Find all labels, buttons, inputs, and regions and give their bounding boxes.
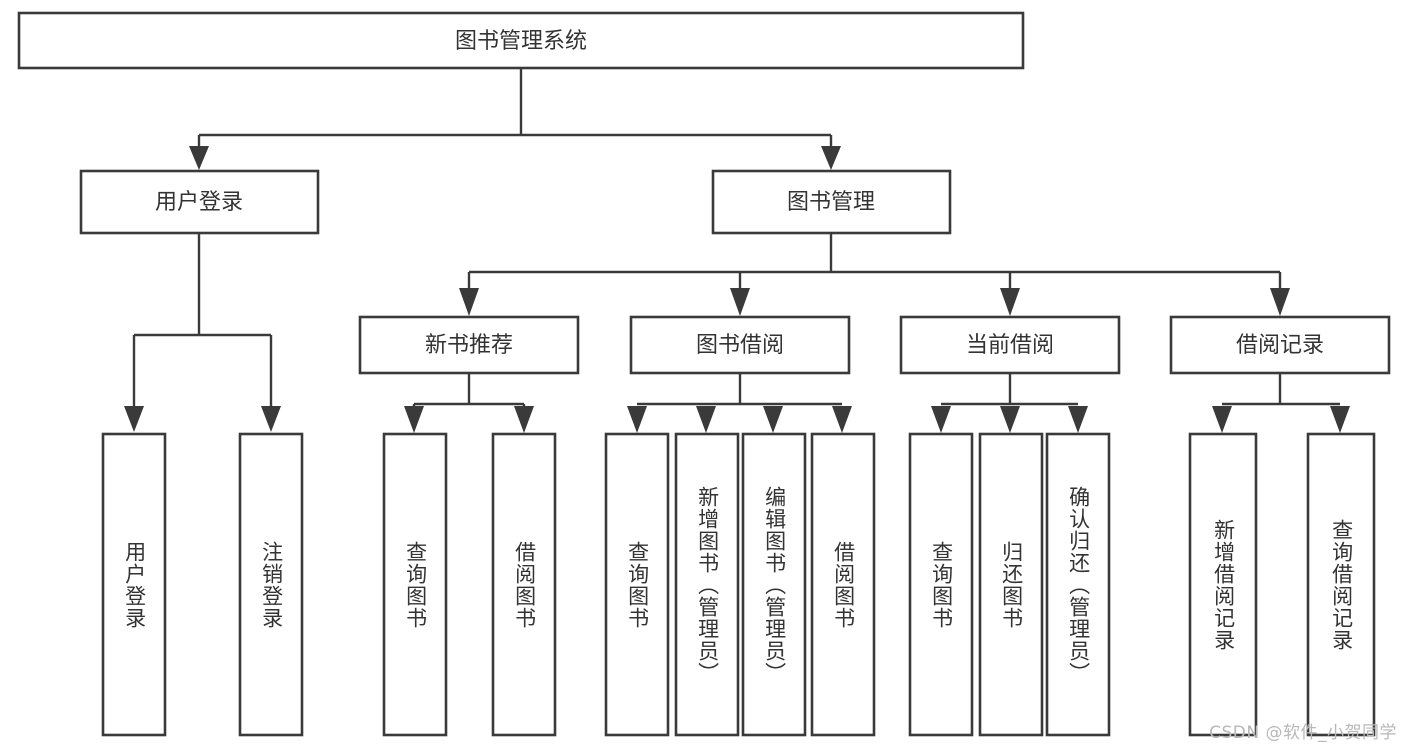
book-borrow-label: 图书借阅 [696, 333, 784, 358]
arrow-leaf-logout [261, 406, 281, 432]
leaf-box-cb-query[interactable] [908, 432, 974, 737]
node-book-management[interactable]: 图书管理 [711, 169, 952, 235]
new-book-recommend-label: 新书推荐 [425, 333, 513, 358]
leaf-box-user-login[interactable] [101, 432, 167, 737]
arrow-borrow-record [1270, 288, 1290, 316]
arrow-cb-leaf-2 [1000, 406, 1020, 433]
node-user-login[interactable]: 用户登录 [79, 169, 320, 235]
arrow-br-leaf-2 [1330, 406, 1350, 433]
leaf-box-bb-edit[interactable] [741, 432, 807, 737]
node-root-system[interactable]: 图书管理系统 [17, 11, 1025, 70]
arrow-bb-leaf-1 [627, 406, 647, 433]
leaf-box-logout[interactable] [238, 432, 304, 737]
leaf-box-bb-borrow[interactable] [810, 432, 876, 737]
arrow-book-mgmt [821, 146, 841, 170]
new-book-recommend-box[interactable] [358, 315, 580, 375]
borrow-record-box[interactable] [1169, 315, 1391, 375]
arrow-new-book [459, 288, 479, 316]
leaf-box-bb-add[interactable] [674, 432, 740, 737]
arrow-cb-leaf-3 [1068, 406, 1088, 433]
user-login-label: 用户登录 [155, 190, 243, 215]
leaf-box-br-query[interactable] [1306, 432, 1376, 737]
current-borrow-box[interactable] [899, 315, 1121, 375]
leaf-box-cb-confirm[interactable] [1045, 432, 1111, 737]
leaf-box-nbr-borrow[interactable] [491, 432, 557, 737]
arrow-leaf-user-login [124, 406, 144, 432]
arrow-bb-leaf-2 [696, 406, 716, 433]
book-borrow-box[interactable] [629, 315, 851, 375]
leaf-box-cb-return[interactable] [978, 432, 1044, 737]
node-borrow-record[interactable]: 借阅记录 [1169, 315, 1391, 375]
arrow-nbr-leaf-1 [404, 406, 424, 433]
arrow-bb-leaf-3 [763, 406, 783, 433]
arrow-bb-leaf-4 [832, 406, 852, 433]
current-borrow-label: 当前借阅 [966, 333, 1054, 358]
book-management-label: 图书管理 [787, 190, 875, 215]
arrow-current-borrow [1000, 288, 1020, 316]
leaf-box-bb-query[interactable] [604, 432, 670, 737]
leaf-box-nbr-query[interactable] [382, 432, 448, 737]
root-label: 图书管理系统 [455, 29, 587, 54]
borrow-record-label: 借阅记录 [1236, 333, 1324, 358]
book-management-box[interactable] [711, 169, 952, 235]
csdn-watermark: CSDN @软件_小贺同学 [1209, 723, 1397, 743]
arrow-cb-leaf-1 [931, 406, 951, 433]
node-new-book-recommend[interactable]: 新书推荐 [358, 315, 580, 375]
root-box[interactable] [17, 11, 1025, 70]
arrow-nbr-leaf-2 [514, 406, 534, 433]
leaf-box-br-add[interactable] [1188, 432, 1258, 737]
arrow-book-borrow [730, 288, 750, 316]
arrow-br-leaf-1 [1212, 406, 1232, 433]
node-book-borrow[interactable]: 图书借阅 [629, 315, 851, 375]
arrow-user-login [189, 146, 209, 170]
node-current-borrow[interactable]: 当前借阅 [899, 315, 1121, 375]
